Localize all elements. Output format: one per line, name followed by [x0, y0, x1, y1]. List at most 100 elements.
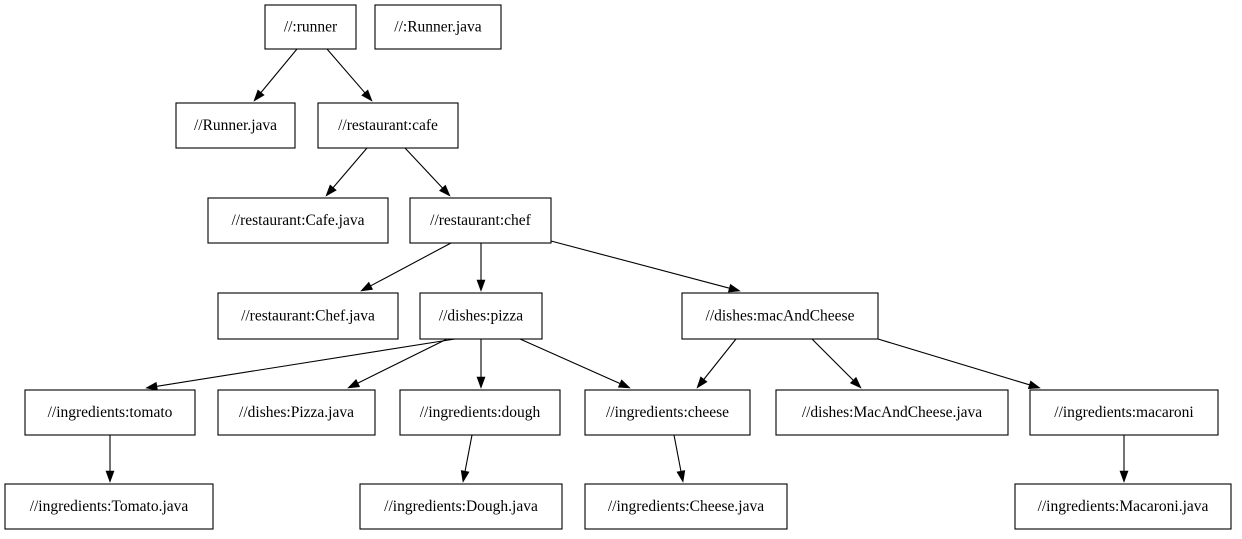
edge-arrowhead [360, 281, 374, 292]
node-box[interactable] [374, 4, 502, 50]
graph-edge [145, 338, 456, 391]
node-box[interactable] [264, 4, 357, 50]
graph-edge [325, 147, 368, 197]
node-label: //ingredients:Dough.java [384, 498, 538, 515]
edge-line [703, 338, 737, 380]
graph-node-dishes_pizza[interactable]: //dishes:pizza [419, 292, 543, 340]
node-box[interactable] [1029, 389, 1219, 436]
graph-node-restaurant_cafe_java[interactable]: //restaurant:Cafe.java [207, 197, 389, 244]
node-label: //ingredients:cheese [606, 404, 729, 421]
graph-edge [1119, 435, 1129, 483]
node-label: //ingredients:dough [420, 404, 541, 421]
graph-edge [696, 338, 737, 389]
node-box[interactable] [317, 102, 459, 149]
graph-node-ing_macaroni[interactable]: //ingredients:macaroni [1029, 389, 1219, 436]
graph-node-ing_cheese[interactable]: //ingredients:cheese [584, 389, 751, 436]
node-box[interactable] [584, 483, 788, 530]
node-label: //ingredients:tomato [48, 404, 173, 421]
node-label: //ingredients:Cheese.java [608, 498, 764, 515]
node-label: //dishes:MacAndCheese.java [802, 404, 982, 421]
edge-arrowhead [105, 470, 115, 483]
graph-edge [519, 338, 631, 389]
node-box[interactable] [399, 389, 561, 436]
node-box[interactable] [217, 292, 399, 340]
edge-arrowhead [145, 381, 158, 391]
node-label: //restaurant:chef [430, 212, 532, 229]
edge-arrowhead [476, 279, 486, 292]
node-label: //:Runner.java [394, 19, 482, 36]
edge-arrowhead [696, 376, 708, 389]
node-box[interactable] [681, 292, 879, 340]
node-label: //restaurant:Cafe.java [232, 212, 365, 229]
node-box[interactable] [4, 483, 214, 530]
edge-arrowhead [253, 89, 265, 102]
edge-arrowhead [325, 184, 337, 197]
graph-node-ing_dough_java[interactable]: //ingredients:Dough.java [359, 483, 563, 530]
node-box[interactable] [207, 197, 389, 244]
edge-line [877, 338, 1030, 386]
edge-arrowhead [727, 283, 741, 293]
edge-arrowhead [617, 379, 631, 389]
graph-node-dishes_pizza_java[interactable]: //dishes:Pizza.java [217, 389, 376, 436]
node-label: //:runner [284, 19, 338, 36]
edge-arrowhead [460, 470, 470, 483]
graph-node-restaurant_chef_java[interactable]: //restaurant:Chef.java [217, 292, 399, 340]
node-label: //restaurant:cafe [338, 117, 438, 134]
edge-line [332, 147, 368, 188]
edge-line [156, 338, 456, 387]
node-label: //Runner.java [194, 117, 277, 134]
graph-node-dishes_macandcheese[interactable]: //dishes:macAndCheese [681, 292, 879, 340]
graph-node-runner[interactable]: //:runner [264, 4, 357, 50]
graph-node-ing_tomato[interactable]: //ingredients:tomato [24, 389, 196, 436]
graph-node-runner_java_root[interactable]: //:Runner.java [374, 4, 502, 50]
edge-line [326, 48, 366, 94]
edge-arrowhead [849, 376, 862, 389]
edge-line [404, 147, 443, 189]
graph-node-ing_tomato_java[interactable]: //ingredients:Tomato.java [4, 483, 214, 530]
node-box[interactable] [1014, 483, 1232, 530]
edge-line [464, 434, 473, 472]
node-label: //restaurant:Chef.java [241, 308, 375, 325]
edge-line [519, 338, 621, 385]
node-box[interactable] [217, 389, 376, 436]
graph-edge [460, 434, 473, 483]
node-box[interactable] [419, 292, 543, 340]
edge-arrowhead [347, 379, 361, 389]
graph-edge [550, 240, 741, 293]
edge-arrowhead [1027, 380, 1041, 389]
node-box[interactable] [775, 389, 1009, 436]
node-box[interactable] [584, 389, 751, 436]
node-box[interactable] [359, 483, 563, 530]
graph-edge [360, 242, 452, 292]
edge-line [370, 242, 452, 287]
graph-edge [105, 435, 115, 483]
node-box[interactable] [24, 389, 196, 436]
edge-line [357, 338, 448, 384]
graph-node-ing_macaroni_java[interactable]: //ingredients:Macaroni.java [1014, 483, 1232, 530]
graph-edge [811, 338, 862, 389]
node-box[interactable] [175, 102, 296, 149]
graph-node-runner_java[interactable]: //Runner.java [175, 102, 296, 149]
graph-edge [253, 48, 298, 102]
graph-node-ing_dough[interactable]: //ingredients:dough [399, 389, 561, 436]
graph-edge [673, 434, 686, 483]
edge-arrowhead [476, 376, 486, 389]
node-label: //dishes:macAndCheese [706, 308, 855, 325]
edge-arrowhead [1119, 470, 1129, 483]
node-box[interactable] [409, 197, 552, 244]
edge-line [811, 338, 854, 381]
graph-node-restaurant_cafe[interactable]: //restaurant:cafe [317, 102, 459, 149]
graph-node-dishes_macandcheese_java[interactable]: //dishes:MacAndCheese.java [775, 389, 1009, 436]
graph-edge [326, 48, 373, 102]
nodes-layer: //:runner //:Runner.java //Runner.java //re… [4, 4, 1232, 530]
edge-arrowhead [439, 184, 451, 197]
node-label: //ingredients:macaroni [1054, 404, 1194, 421]
edge-line [673, 434, 682, 472]
node-label: //dishes:Pizza.java [239, 404, 354, 421]
graph-node-restaurant_chef[interactable]: //restaurant:chef [409, 197, 552, 244]
edges-layer [105, 48, 1129, 483]
graph-node-ing_cheese_java[interactable]: //ingredients:Cheese.java [584, 483, 788, 530]
edge-line [550, 240, 730, 289]
graph-edge [404, 147, 451, 197]
